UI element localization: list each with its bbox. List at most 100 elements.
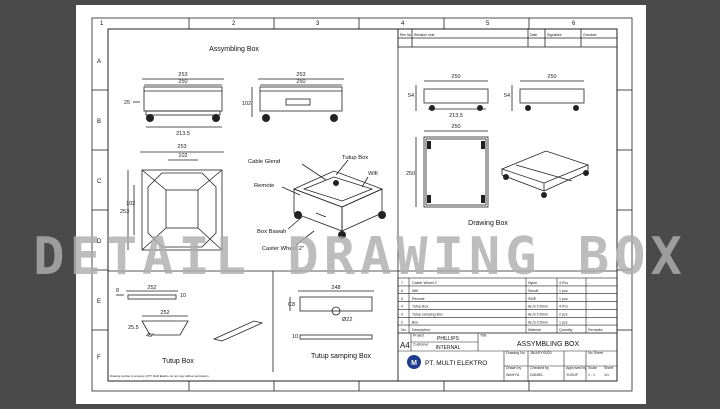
bom-row-1-desc: Caster Wheel 2	[412, 281, 437, 285]
tutup-box-views	[116, 290, 264, 342]
tb-title: ASSYMBLING BOX	[517, 341, 580, 348]
dim-drawing-top-width: 250	[451, 124, 460, 130]
dim-samping-thickness: 10	[292, 334, 298, 340]
rev-header-no: Rev No	[400, 33, 411, 37]
dim-front-left: 25	[124, 100, 130, 106]
rev-header-signature: Signature	[547, 33, 562, 37]
tb-project-label: Project	[413, 334, 424, 338]
dim-side-inner: 250	[296, 79, 305, 85]
grid-row-c: C	[97, 179, 102, 185]
bom-row-6-desc: Box	[412, 321, 418, 325]
dim-tutup-l: 8	[116, 288, 119, 294]
tb-drawing-no: JN/ASY/0020	[530, 351, 552, 355]
bom-row-2-desc: Wifi	[412, 289, 418, 293]
bom-row-5-no: 3	[401, 313, 403, 317]
grid-row-f: F	[97, 355, 101, 361]
inner-frame	[107, 28, 618, 382]
grid-row-e: E	[97, 299, 101, 305]
rev-header-note: Revision note	[414, 33, 435, 37]
bom-header-material: Material	[528, 328, 541, 332]
dim-top-left2: 102	[126, 201, 135, 207]
bom-row-3-remark: -	[588, 297, 590, 301]
assembly-front-view	[133, 78, 224, 128]
bom-header-no: No.	[401, 328, 407, 332]
dim-samping-height: C8	[288, 302, 295, 308]
callout-tutup-box: Tutup Box	[342, 155, 368, 161]
tb-customer: INTERNAL	[436, 345, 461, 351]
dim-top-left1: 253	[120, 209, 129, 215]
dim-front-inner: 250	[178, 79, 187, 85]
dim-tutup-thickness: 10	[180, 293, 186, 299]
callout-leaders	[281, 159, 369, 246]
tb-checked-label: Checked by	[530, 366, 549, 370]
view-title-drawing: Drawing Box	[468, 220, 508, 227]
bom-row-3-qty: 1 pcs	[559, 297, 568, 301]
bom-row-4-desc: Tutup Box	[412, 305, 428, 309]
bom-row-6-qty: 1 pcs	[559, 321, 568, 325]
view-title-tutup-samping: Tutup samping Box	[311, 353, 372, 360]
callout-remote: Remote	[254, 183, 274, 189]
tutup-samping-views	[289, 290, 374, 340]
footer-note: Drawing number is property of PT. Multi …	[110, 374, 209, 378]
bom-row-4-remark: -	[588, 305, 590, 309]
bom-row-4-qty: 4 Pcs	[559, 305, 568, 309]
callout-box-bawah: Box Bawah	[257, 229, 286, 235]
bom-row-2-remark: -	[588, 289, 590, 293]
drawing-box-side-view	[511, 80, 585, 111]
bom-header-remark: Remarks	[588, 328, 603, 332]
outer-frame	[91, 17, 633, 392]
tb-project: PHILLIPS	[437, 336, 460, 342]
bom-row-5-remark: -	[588, 313, 590, 317]
grid-col-6: 6	[572, 21, 576, 27]
tb-drawing-no-label: Drawing No	[506, 351, 525, 355]
assembly-isometric-view	[292, 170, 384, 232]
company-logo	[407, 355, 421, 369]
bom-row-6-no: 2	[401, 321, 403, 325]
tb-sheet-label: Sheet	[604, 366, 613, 370]
bom-row-2-material: Sonoff	[528, 289, 538, 293]
callout-cable-glend: Cable Glend	[248, 159, 280, 165]
callout-caster: Caster Wheel 2"	[262, 246, 304, 252]
bom-row-5-qty: 2 pcs	[559, 313, 568, 317]
tb-customer-label: Customer	[413, 343, 429, 347]
bom-row-3-no: 5	[401, 297, 403, 301]
bom-row-1-remark: -	[588, 281, 590, 285]
dim-front-overall: 253	[178, 72, 187, 78]
drawing-box-isometric-view	[500, 150, 590, 192]
grid-col-2: 2	[232, 21, 236, 27]
bom-row-1-material: Nylon	[528, 281, 537, 285]
dim-samping-hole: Ø22	[342, 317, 352, 323]
technical-drawing: M 1 2 3 4 5 6 A B C D E F Rev No Revisio…	[91, 17, 633, 392]
tb-drawn: WAHYU	[506, 373, 520, 377]
tb-approved: YUSUF	[566, 373, 579, 377]
tb-paper-size: A4	[400, 341, 410, 350]
bom-row-4-material: AL/S 0,5mm	[528, 305, 548, 309]
dim-side-height: 102	[242, 101, 251, 107]
dim-drawing-width-right: 250	[547, 74, 556, 80]
drawing-box-top-view	[415, 130, 489, 208]
grid-ticks	[92, 18, 632, 391]
grid-col-4: 4	[401, 21, 405, 27]
grid-col-5: 5	[486, 21, 490, 27]
bom-header-qty: Quantity	[559, 328, 573, 332]
dim-side-overall: 253	[296, 72, 305, 78]
view-title-tutup: Tutup Box	[162, 358, 194, 365]
dim-top-overall: 253	[177, 144, 186, 150]
assembly-top-view	[127, 151, 224, 251]
bom-row-3-desc: Remote	[412, 297, 425, 301]
grid-col-3: 3	[316, 21, 320, 27]
assembly-side-view	[251, 78, 344, 117]
drawing-sheet: M 1 2 3 4 5 6 A B C D E F Rev No Revisio…	[76, 5, 646, 404]
dim-drawing-h2: 54	[504, 93, 510, 99]
bom-row-6-remark: -	[588, 321, 590, 325]
bom-row-4-no: 4	[401, 305, 403, 309]
grid-row-a: A	[97, 59, 101, 65]
dim-tutup-angle: 45°	[146, 333, 154, 339]
dim-samping-width: 248	[331, 285, 340, 291]
wheels	[146, 105, 589, 239]
dim-drawing-bottom: 213.5	[449, 113, 463, 119]
tb-company: PT. MULTI ELEKTRO	[425, 360, 487, 367]
company-logo-mark: M	[411, 360, 417, 367]
tb-drawn-label: Drawn by	[506, 366, 521, 370]
rev-header-date: Date	[530, 33, 537, 37]
